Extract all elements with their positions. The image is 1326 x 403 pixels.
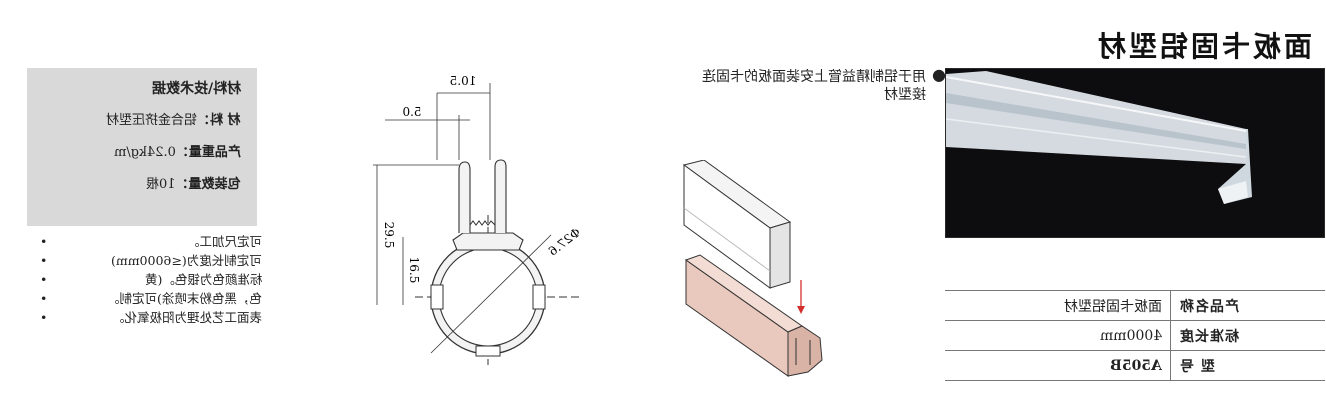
description-line: 接型材 [884,87,926,103]
table-cell-value: 4000mm [945,320,1171,351]
table-cell-value: 面板卡固铝型材 [945,290,1171,321]
list-item: 可定尺加工。 [40,232,262,251]
table-cell-key: 产品名称 [1170,290,1325,321]
spec-row-weight: 产品重量：0.24kg/m [114,141,241,160]
cell-text: 面板卡固铝型材 [1064,298,1162,315]
profile-lip [1218,181,1248,204]
dim-diameter-line [430,234,552,354]
profile-highlight [946,76,1247,132]
cell-text: 型 号 [1179,358,1215,375]
product-description: ● 用于铝制精益管上安装面板的卡固连 接型材 [640,66,946,104]
list-item: 标准颜色为银色。(黄 [40,270,262,289]
slot-right [532,284,546,310]
spec-header-text: 材料\技术数据 [151,81,241,97]
list-item: 可定制长度为(≤6000mm) [40,251,262,270]
profile-drawing: 10.5 5.0 29.5 16.5 Φ27.6 [373,74,583,365]
table-row: A505B 型 号 [945,350,1325,381]
spec-header: 材料\技术数据 [152,78,241,98]
spec-row-package: 包装数量：10根 [146,173,241,192]
clamp-teeth [469,220,496,226]
slot-left [430,284,444,310]
cell-text: 4000mm [1099,327,1162,344]
note-text: 可定制长度为(≤6000mm) [111,253,262,268]
note-text: 表面工艺处理为阳极氧化。 [111,310,262,325]
table-row: 面板卡固铝型材 产品名称 [945,290,1325,321]
bullet-icon: ● [932,65,946,84]
product-photo [945,68,1325,238]
notes-list: 可定尺加工。 可定制长度为(≤6000mm) 标准颜色为银色。(黄 色，黑色粉末… [40,232,262,327]
assembly-illustration [682,160,823,377]
spec-row-material: 材 料：铝合金挤压型材 [106,109,241,128]
spec-value: 铝合金挤压型材 [106,113,198,128]
panel-side [769,221,791,289]
dim-label-center: 16.5 [407,257,421,284]
product-info-table: 面板卡固铝型材 产品名称 4000mm 标准长度 A505B 型 号 [945,290,1325,381]
note-text: 标准颜色为银色。(黄 [144,272,262,287]
profile-highlight [946,118,1247,158]
clamp-arm-left [458,161,471,233]
clamp-arm-right [494,159,507,233]
profile-neck [452,232,524,251]
dim-label-diameter: Φ27.6 [546,225,583,259]
table-cell-value: A505B [945,350,1171,381]
profile-body [946,71,1246,164]
spec-box: 材料\技术数据 材 料：铝合金挤压型材 产品重量：0.24kg/m 包装数量：1… [27,68,257,226]
note-text: 色，黑色粉末喷涂)可定制。 [107,291,262,306]
list-item: 表面工艺处理为阳极氧化。 [40,308,262,327]
panel-line [683,207,771,272]
spec-key: 包装数量： [175,177,241,192]
arrow-head [797,306,805,314]
table-cell-key: 标准长度 [1170,320,1325,351]
spec-value: 10根 [146,177,176,192]
cell-text: 产品名称 [1179,298,1239,315]
description-line: 用于铝制精益管上安装面板的卡固连 [702,69,926,85]
profile-end [787,325,823,377]
spec-key: 产品重量： [175,145,241,160]
dim-label-height: 29.5 [382,222,396,249]
list-item-continued: 色，黑色粉末喷涂)可定制。 [40,289,262,308]
dim-label-top: 10.5 [450,74,477,88]
note-text: 可定尺加工。 [186,234,262,249]
table-cell-key: 型 号 [1170,350,1325,381]
table-row: 4000mm 标准长度 [945,320,1325,351]
page-title-text: 面板卡固铝型材 [1095,30,1313,63]
spec-value: 0.24kg/m [114,145,176,160]
dim-label-inner: 5.0 [402,105,421,119]
slot-bottom [475,345,501,357]
cell-text: A505B [1110,357,1162,374]
cell-text: 标准长度 [1179,328,1239,345]
profile-end-detail [795,338,811,365]
profile-shade [946,93,1246,149]
page-title: 面板卡固铝型材 [1095,25,1312,65]
spec-key: 材 料： [197,113,241,128]
